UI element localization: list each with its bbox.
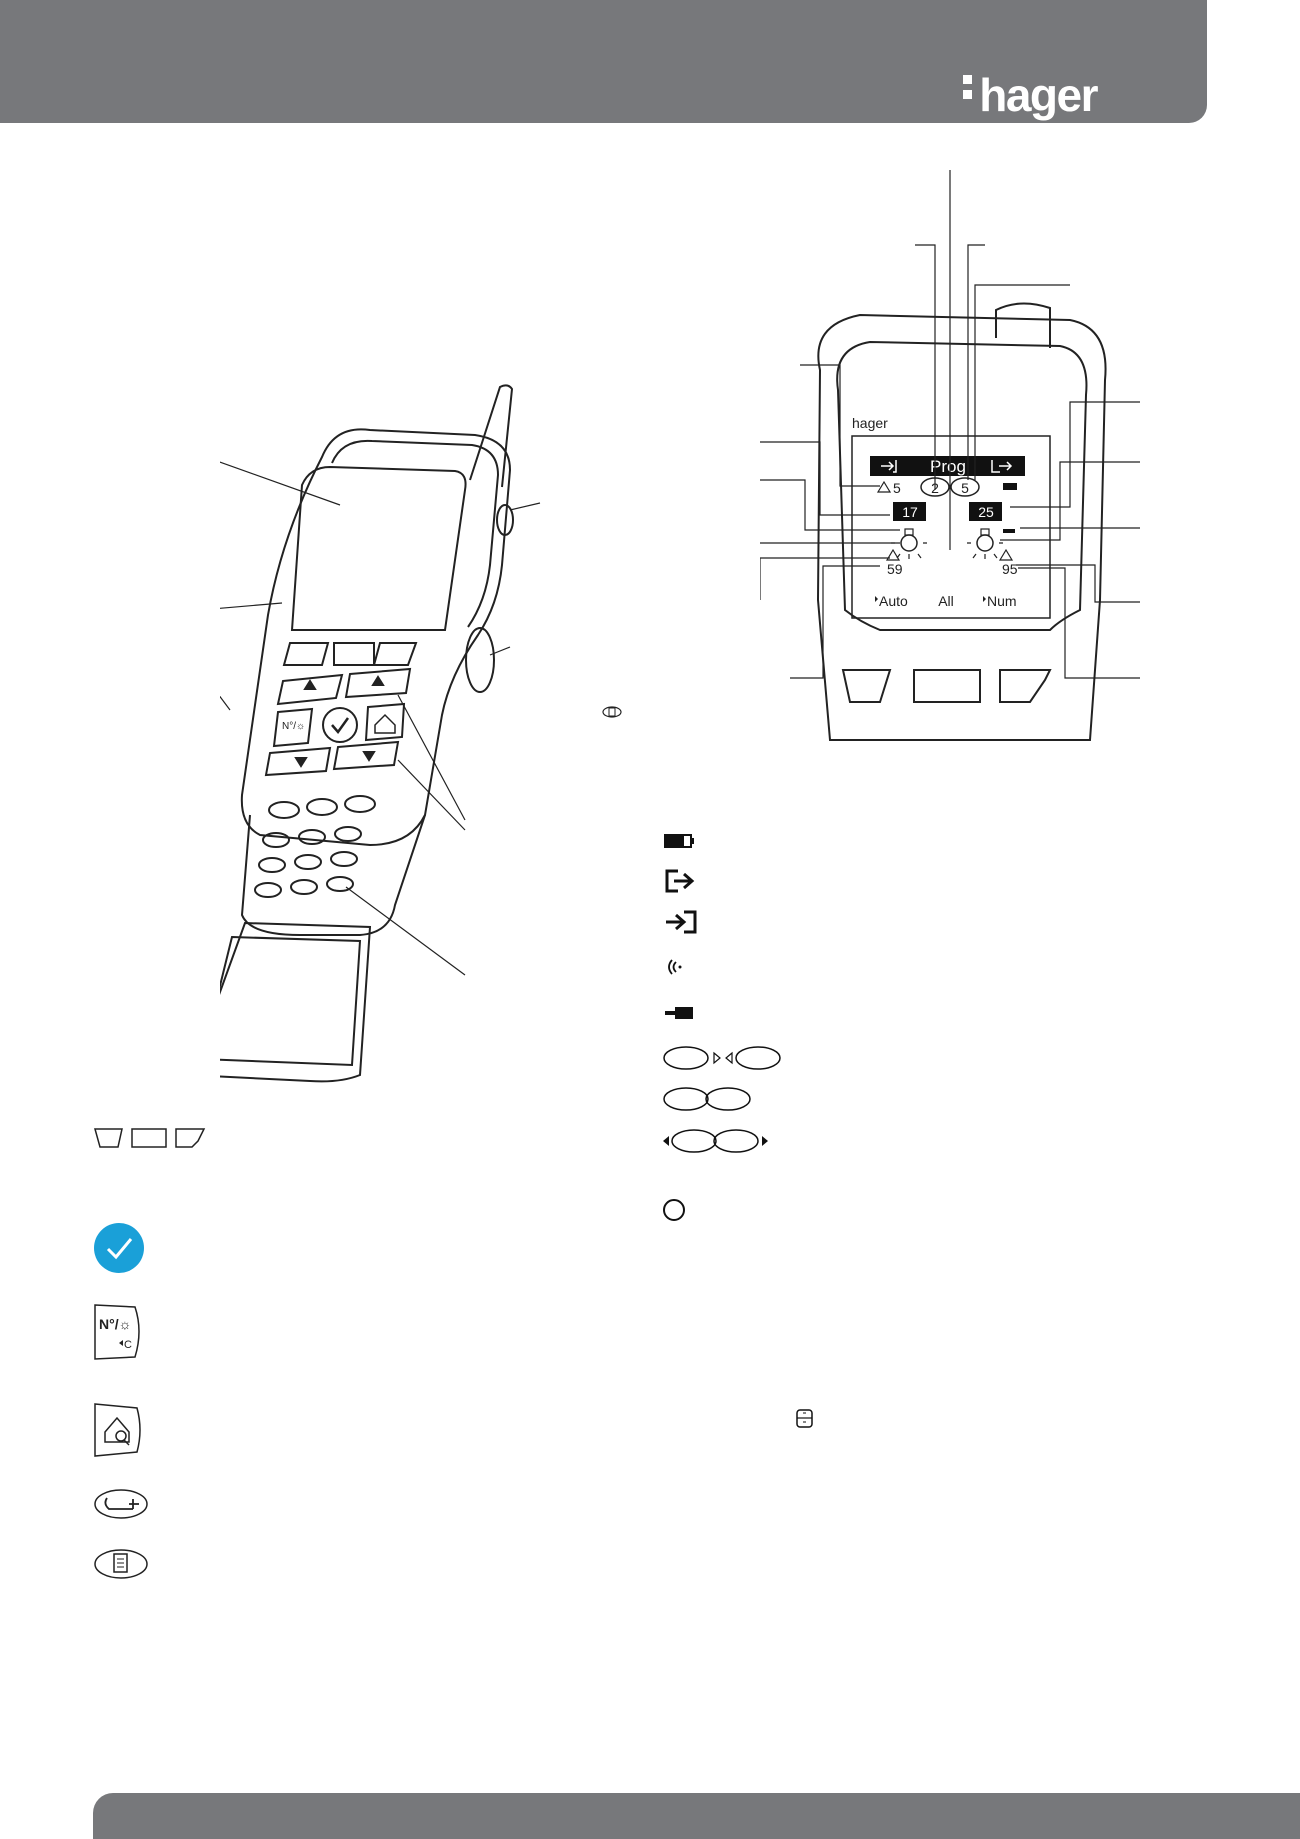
ovals-arrows-outward-icon bbox=[663, 1129, 768, 1153]
exit-arrow-icon bbox=[665, 869, 695, 893]
document-key-icon bbox=[94, 1549, 148, 1579]
ovals-joined-icon bbox=[663, 1087, 751, 1111]
lcd-softkey-left: Auto bbox=[879, 593, 908, 609]
enter-arrow-icon bbox=[666, 910, 697, 934]
lcd-brand-text: hager bbox=[852, 415, 888, 431]
house-search-key-icon bbox=[94, 1403, 141, 1457]
tool-key-icon bbox=[94, 1489, 148, 1519]
battery-icon bbox=[664, 834, 694, 848]
header-band: hager bbox=[0, 0, 1207, 123]
validate-check-icon bbox=[94, 1223, 144, 1273]
circle-icon bbox=[663, 1199, 685, 1221]
ovals-arrows-inward-icon bbox=[663, 1046, 781, 1070]
lcd-alarm-count: 5 bbox=[893, 480, 901, 496]
lcd-value-right: 95 bbox=[1002, 561, 1018, 577]
key-symbol-icon bbox=[796, 1409, 813, 1428]
lcd-box-right: 25 bbox=[978, 504, 994, 520]
radio-wave-icon bbox=[668, 959, 682, 975]
lcd-circle-right: 5 bbox=[961, 480, 969, 496]
softkeys-icon bbox=[94, 1128, 206, 1148]
lcd-softkey-center: All bbox=[938, 593, 954, 609]
lcd-mode-text: Prog bbox=[930, 457, 966, 476]
logo-dots bbox=[963, 75, 973, 105]
lcd-box-left: 17 bbox=[902, 504, 918, 520]
brand-logo: hager bbox=[963, 68, 1098, 122]
small-handset-icon bbox=[602, 706, 622, 718]
logo-text: hager bbox=[979, 69, 1098, 121]
lcd-softkey-right: Num bbox=[987, 593, 1017, 609]
svg-text:N°/☼: N°/☼ bbox=[282, 721, 305, 732]
number-light-key-icon: N°/☼ C bbox=[94, 1304, 140, 1360]
handset-illustration: N°/☼ bbox=[220, 384, 541, 1083]
footer-band bbox=[93, 1793, 1300, 1839]
lcd-value-left: 59 bbox=[887, 561, 903, 577]
lcd-detail-illustration: hager Prog 5 2 5 17 25 59 95 Auto All Nu… bbox=[760, 170, 1140, 741]
svg-text:N°/☼: N°/☼ bbox=[99, 1316, 131, 1332]
plug-icon bbox=[665, 1007, 693, 1019]
svg-text:C: C bbox=[124, 1339, 132, 1351]
